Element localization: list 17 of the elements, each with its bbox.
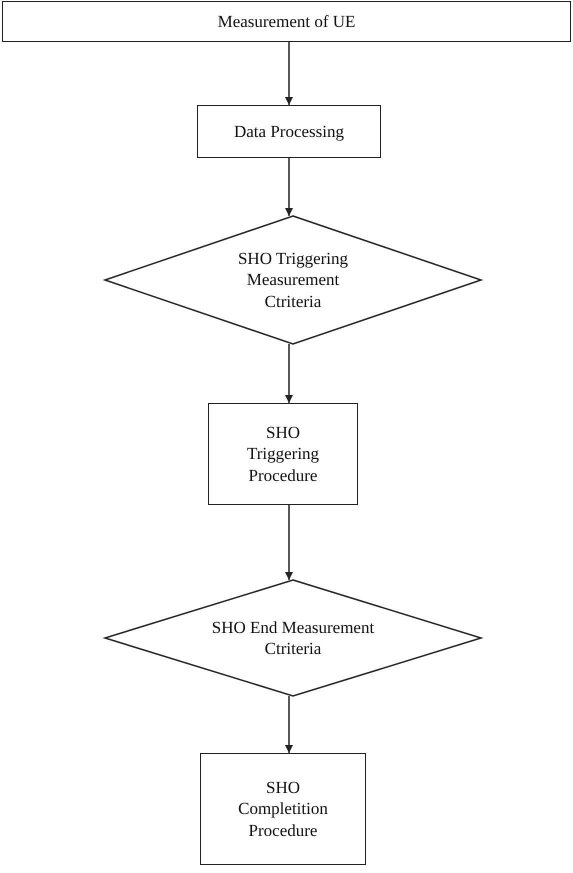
process-box xyxy=(200,753,366,865)
arrow xyxy=(285,696,293,753)
decision-diamond xyxy=(105,216,481,344)
step-label: SHO Completition Procedure xyxy=(237,777,329,841)
arrow xyxy=(285,158,293,216)
decision-label: SHO Triggering Measurement Ctriteria xyxy=(236,248,350,312)
decision-label: SHO End Measurement Ctriteria xyxy=(210,616,376,660)
decision-diamond xyxy=(105,580,481,696)
process-box xyxy=(2,1,571,42)
arrow xyxy=(285,344,293,403)
arrow xyxy=(285,505,293,580)
step-label: SHO Triggering Procedure xyxy=(246,422,320,486)
step-label: Measurement of UE xyxy=(218,10,356,32)
step-label: Data Processing xyxy=(234,120,344,142)
arrow xyxy=(285,42,293,105)
process-box xyxy=(208,403,358,505)
process-box xyxy=(197,105,381,158)
